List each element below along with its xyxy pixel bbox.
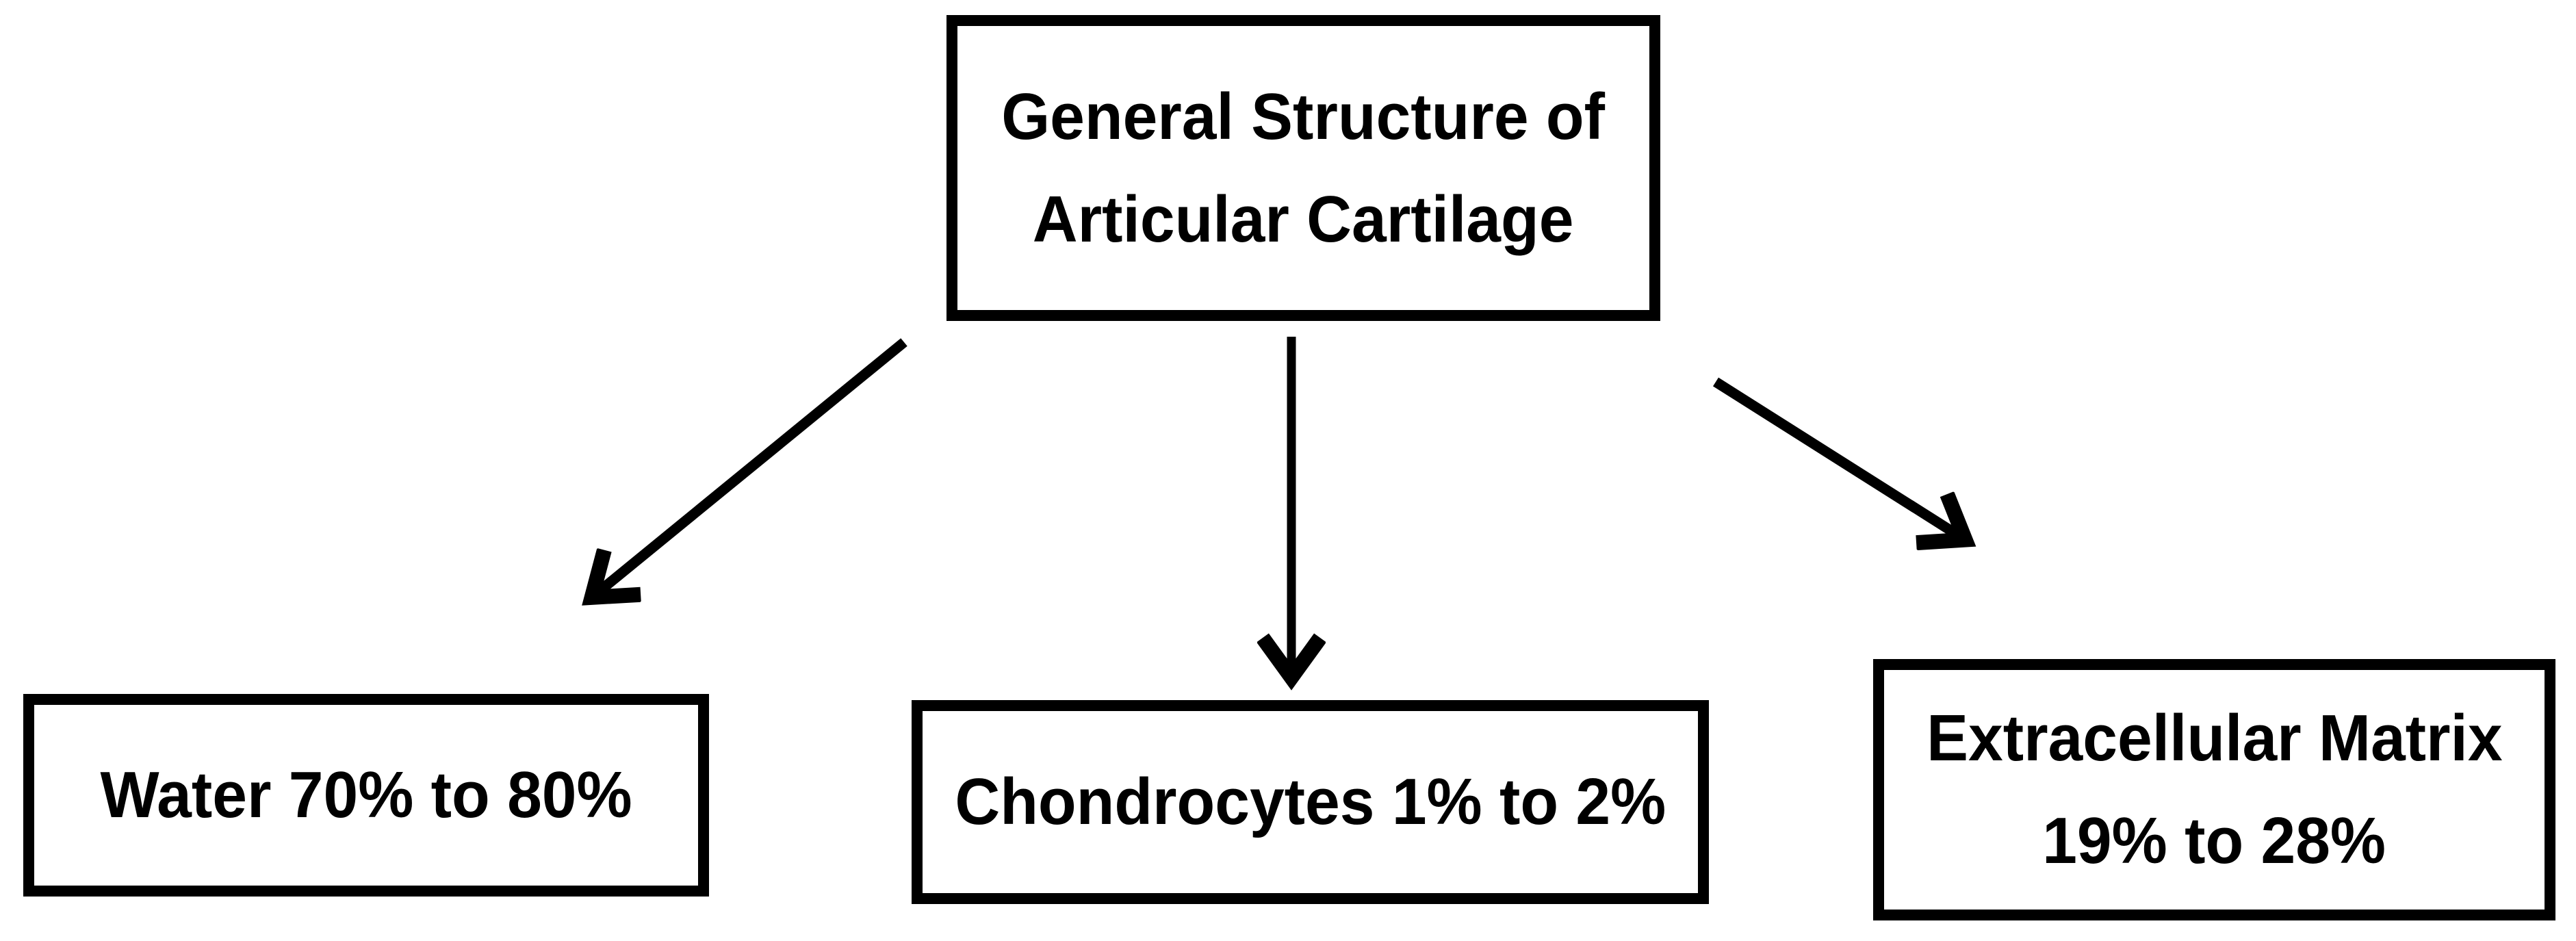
- extracellular-matrix-line2: 19% to 28%: [2042, 804, 2386, 877]
- root-box-line2: Articular Cartilage: [1033, 182, 1574, 256]
- arrow-to-extracellular-matrix: [1712, 377, 1963, 539]
- chondrocytes-box: Chondrocytes 1% to 2%: [912, 700, 1709, 904]
- root-box-general-structure: General Structure of Articular Cartilage: [946, 15, 1660, 321]
- chondrocytes-box-label: Chondrocytes 1% to 2%: [955, 765, 1666, 838]
- extracellular-matrix-line1: Extracellular Matrix: [1926, 701, 2503, 775]
- water-box: Water 70% to 80%: [23, 694, 709, 897]
- root-box-line1: General Structure of: [1001, 79, 1606, 153]
- arrow-to-water: [593, 338, 907, 596]
- water-box-label: Water 70% to 80%: [100, 758, 632, 832]
- extracellular-matrix-box: Extracellular Matrix 19% to 28%: [1873, 659, 2555, 920]
